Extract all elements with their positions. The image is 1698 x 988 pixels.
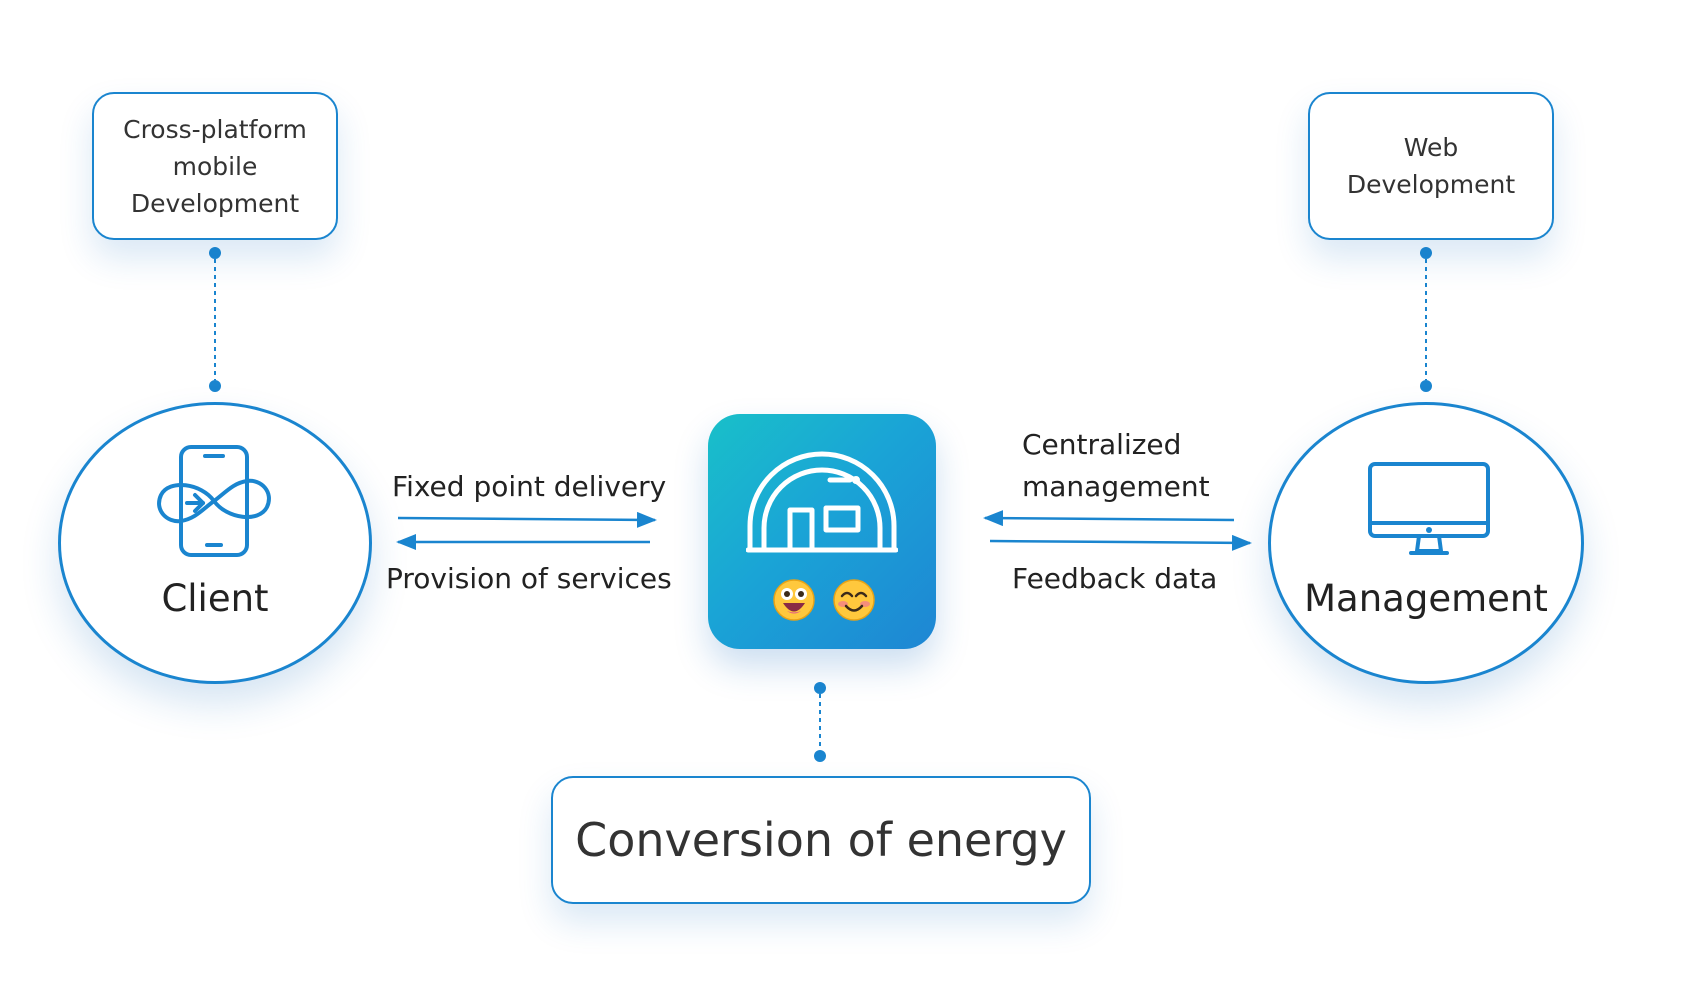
centralized-line-1: Centralized — [1022, 428, 1182, 461]
centralized-management-label: Centralized management — [1022, 424, 1210, 508]
fixed-point-delivery-label: Fixed point delivery — [392, 470, 667, 503]
centralized-line-2: management — [1022, 470, 1210, 503]
arrow-right-feedback — [989, 534, 1252, 551]
conversion-of-energy-label: Conversion of energy — [575, 813, 1067, 867]
smiling-blush-face-icon — [832, 578, 876, 622]
cross-platform-line-2: mobile — [172, 151, 258, 181]
cross-platform-line-3: Development — [130, 188, 300, 218]
monitor-icon — [1367, 461, 1491, 561]
arrow-right-fixed-point — [397, 511, 657, 528]
feedback-data-label: Feedback data — [1012, 562, 1218, 595]
web-development-line-1: Web — [1403, 133, 1459, 162]
cross-platform-line-1: Cross-platform — [123, 114, 307, 144]
cross-platform-box: Cross-platform mobile Development — [92, 92, 338, 240]
web-development-box: Web Development — [1308, 92, 1554, 240]
arrow-left-centralized — [983, 510, 1235, 527]
provision-of-services-label: Provision of services — [386, 562, 672, 595]
management-dotted-connector — [1420, 247, 1432, 392]
client-dotted-connector — [209, 247, 221, 392]
client-label: Client — [161, 577, 269, 620]
mobile-infinity-icon — [151, 443, 277, 559]
center-app-tile — [708, 414, 936, 649]
energy-dotted-connector — [814, 682, 826, 762]
conversion-of-energy-box: Conversion of energy — [551, 776, 1091, 904]
grinning-face-icon — [772, 578, 816, 622]
management-circle: Management — [1268, 402, 1584, 684]
management-label: Management — [1304, 577, 1548, 620]
web-development-line-2: Development — [1346, 170, 1516, 199]
dome-house-icon — [745, 450, 899, 554]
client-circle: Client — [58, 402, 372, 684]
